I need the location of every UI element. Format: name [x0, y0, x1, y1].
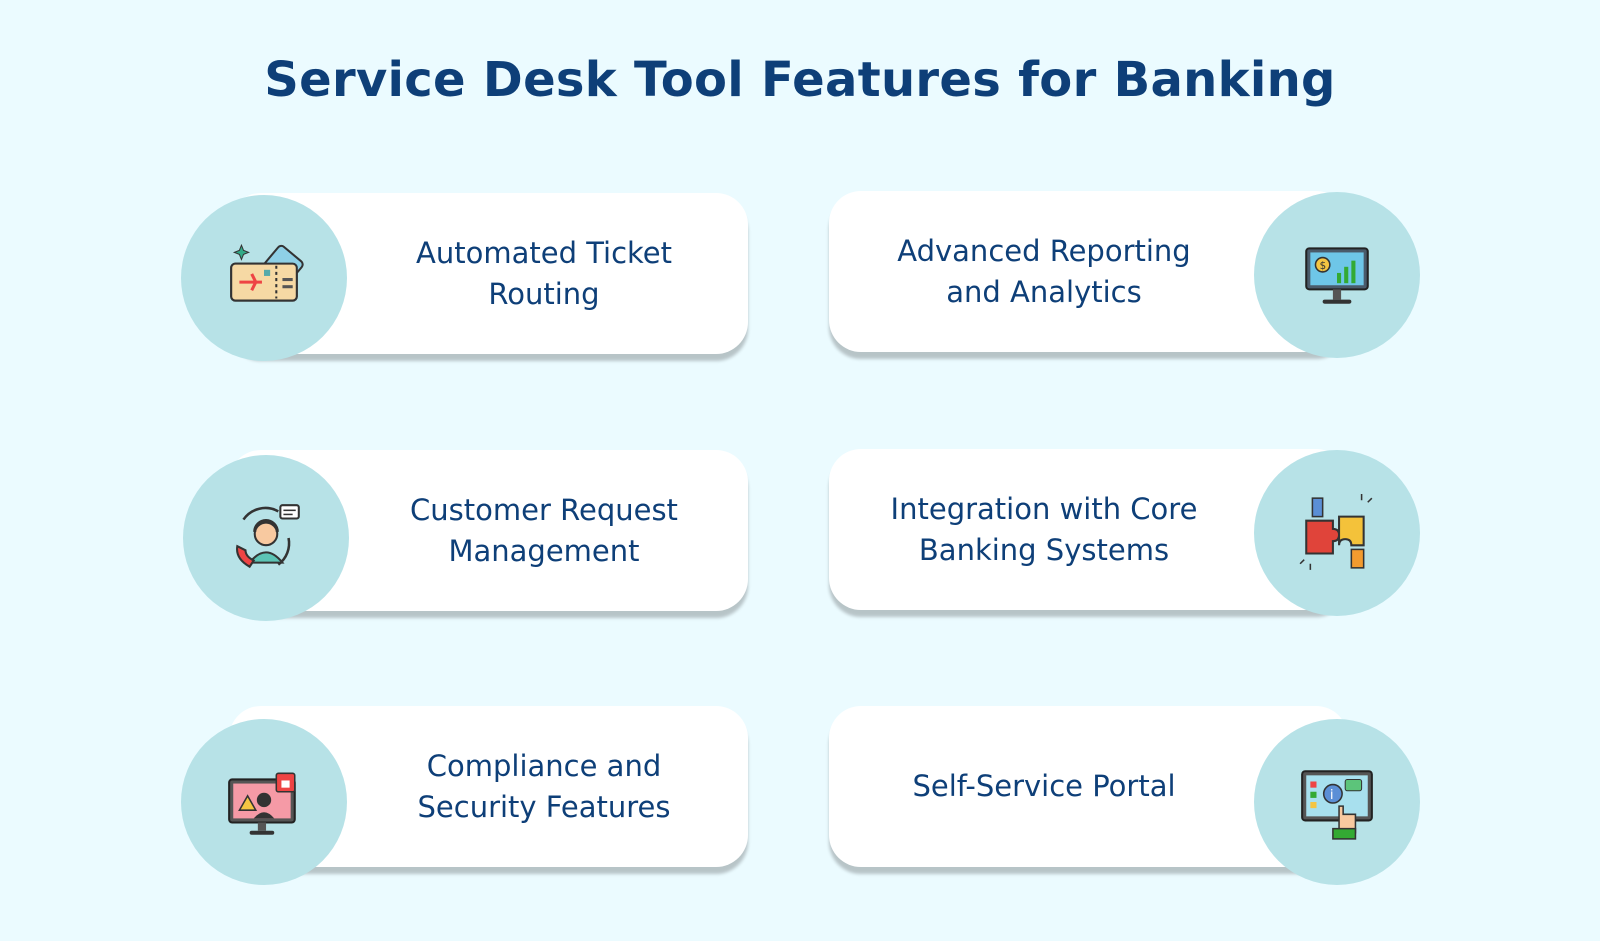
feature-label: Automated Ticket Routing [416, 235, 672, 311]
puzzle-integration-icon [1299, 494, 1373, 570]
feature-icon-circle: $ [1254, 192, 1420, 358]
svg-text:i: i [1330, 788, 1334, 803]
self-service-touch-icon: i [1301, 770, 1373, 840]
ticket-icon [230, 243, 304, 302]
feature-label: Advanced Reporting and Analytics [897, 233, 1191, 309]
feature-label: Integration with Core Banking Systems [890, 491, 1198, 567]
security-alert-monitor-icon [228, 772, 296, 835]
feature-icon-circle: i [1254, 719, 1420, 885]
feature-label: Self-Service Portal [912, 769, 1176, 803]
feature-label: Customer Request Management [410, 492, 678, 568]
page-title: Service Desk Tool Features for Banking [264, 52, 1336, 108]
feature-icon-circle [181, 195, 347, 361]
svg-text:$: $ [1320, 260, 1327, 272]
customer-support-icon [236, 504, 300, 569]
feature-label: Compliance and Security Features [417, 748, 671, 824]
feature-card-compliance-security: Compliance and Security Features [229, 706, 748, 867]
feature-icon-circle [1254, 450, 1420, 616]
feature-icon-circle [183, 455, 349, 621]
feature-icon-circle [181, 719, 347, 885]
analytics-monitor-icon: $ [1305, 247, 1369, 304]
